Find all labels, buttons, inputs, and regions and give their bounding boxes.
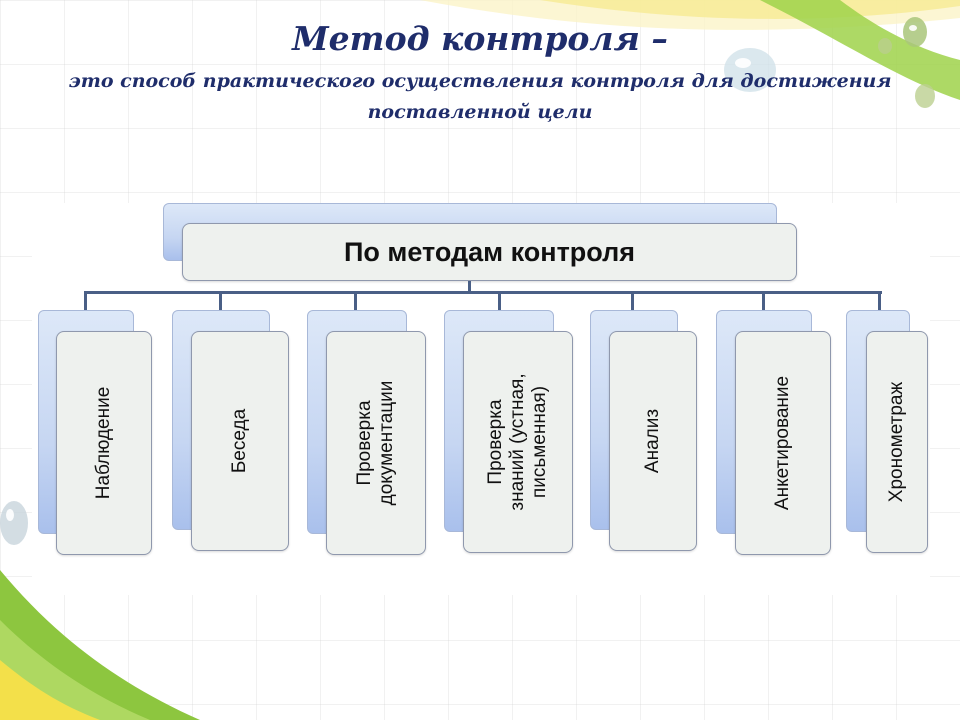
child-node-7 <box>866 331 928 553</box>
child-label-4-line-2: знаний (устная, <box>507 373 528 511</box>
child-node-5 <box>609 331 697 551</box>
root-node: По методам контроля <box>182 223 797 281</box>
root-node-label: По методам контроля <box>343 236 636 267</box>
page-subtitle: это способ практического осуществления к… <box>68 70 892 123</box>
child-node-4 <box>463 331 573 553</box>
child-label-4-line-1: Проверка <box>485 399 506 485</box>
child-label-3-line-1: Проверка <box>354 400 375 486</box>
connector-drop-7 <box>878 291 881 312</box>
connector-drop-2 <box>219 291 222 312</box>
connector-drop-1 <box>84 291 87 312</box>
method-hierarchy-diagram: По методам контроля Наблюдение Беседа Пр… <box>32 203 930 595</box>
connector-drop-4 <box>498 291 501 312</box>
child-label-2: Беседа <box>229 408 250 474</box>
child-label-3-line-2: документации <box>376 380 397 506</box>
child-label-6: Анкетирование <box>772 375 793 511</box>
connector-root-stem <box>468 281 471 293</box>
child-label-1: Наблюдение <box>93 386 114 500</box>
child-label-7: Хронометраж <box>886 381 907 503</box>
connector-drop-3 <box>354 291 357 312</box>
page-title: Метод контроля – <box>292 19 668 58</box>
child-label-5: Анализ <box>642 408 663 474</box>
connector-horizontal-bus <box>84 291 882 294</box>
child-node-3 <box>326 331 426 555</box>
child-label-3: Проверка документации <box>354 381 398 506</box>
child-node-6 <box>735 331 831 555</box>
child-node-2 <box>191 331 289 551</box>
child-label-4: Проверка знаний (устная, письменная) <box>485 373 551 510</box>
connector-drop-5 <box>631 291 634 312</box>
child-node-1 <box>56 331 152 555</box>
connector-drop-6 <box>762 291 765 312</box>
heading: Метод контроля – это способ практическог… <box>0 18 960 128</box>
child-label-4-line-3: письменная) <box>529 385 550 499</box>
